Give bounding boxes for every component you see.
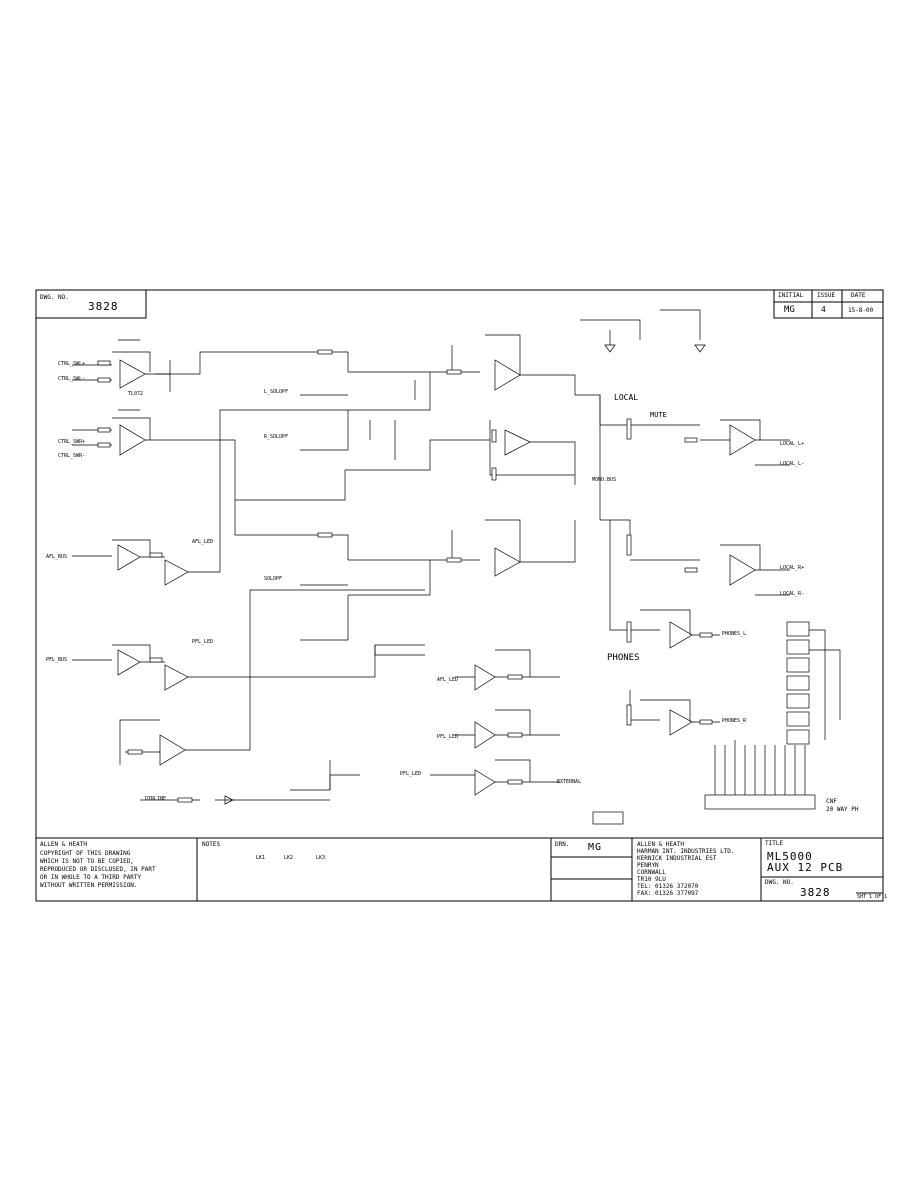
- net-label-external: EXTERNAL: [557, 779, 582, 785]
- title-label: TITLE: [765, 840, 784, 847]
- header-dwg-no: 3828: [88, 300, 119, 313]
- component-symbols: [97, 349, 713, 803]
- company-line-5: CORNWALL: [637, 869, 666, 876]
- net-label-phones-l: PHONES_L: [722, 631, 747, 637]
- net-label-afl-bus: AFL_BUS: [46, 554, 68, 560]
- company-line-2: HARMAN INT. INDUSTRIES LTD.: [637, 848, 735, 855]
- header-dwg-no-label: DWG. NO.: [40, 294, 69, 301]
- net-label-afl-led: AFL_LED: [192, 539, 214, 545]
- net-label-ctrl-swr-neg: CTRL_SWR-: [58, 453, 86, 459]
- company-line-3: KERNICK INDUSTRIAL EST: [637, 855, 717, 862]
- net-label-dirline: DIRLINE: [145, 796, 167, 802]
- company-line-6: TR10 9LU: [637, 876, 666, 883]
- connector-description: 20 WAY PH: [826, 806, 859, 813]
- copyright-line-5: OR IN WHOLE TO A THIRD PARTY: [40, 874, 142, 881]
- net-label-ctrl-swl-pos: CTRL_SWL+: [58, 361, 86, 367]
- copyright-line-2: COPYRIGHT OF THIS DRAWING: [40, 850, 131, 857]
- header-initial-value: MG: [784, 305, 795, 315]
- notes-part-lk3: LK3: [316, 855, 326, 861]
- company-line-4: PENRYN: [637, 862, 659, 869]
- drn-label: DRN.: [555, 841, 570, 848]
- net-label-solopf: SOLOPF: [264, 576, 283, 582]
- net-label-local-l-neg: LOCAL_L-: [780, 461, 805, 467]
- net-label-local-r-pos: LOCAL_R+: [780, 565, 805, 571]
- footer-dwg-no: 3828: [800, 886, 831, 899]
- net-label-phones: PHONES: [607, 653, 640, 663]
- title-line-1: ML5000: [767, 850, 813, 863]
- net-label-ctrl-swl-neg: CTRL_SWL-: [58, 376, 86, 382]
- notes-label: NOTES: [202, 841, 221, 848]
- schematic-wiring: [72, 309, 841, 825]
- company-fax: FAX: 01326 377097: [637, 890, 699, 897]
- net-label-pfl-led-2: PFL_LED: [437, 734, 459, 740]
- notes-part-lk2: LK2: [284, 855, 294, 861]
- company-line-1: ALLEN & HEATH: [637, 841, 684, 848]
- header-issue-label: ISSUE: [817, 292, 836, 299]
- net-label-pfl-bus: PFL_BUS: [46, 657, 68, 663]
- title-line-2: AUX 12 PCB: [767, 861, 844, 874]
- sheet-reference: SHT 1 OF 1: [857, 894, 888, 900]
- header-date-value: 15-8-00: [848, 307, 874, 314]
- net-label-local: LOCAL: [614, 393, 639, 402]
- net-label-pfl-led-3: PFL_LED: [400, 771, 422, 777]
- net-label-mute: MUTE: [650, 411, 667, 419]
- net-label-l-solopf: L_SOLOPF: [264, 389, 289, 395]
- net-label-r-solopf: R_SOLOPF: [264, 434, 289, 440]
- drn-value: MG: [588, 842, 603, 853]
- footer-dwg-no-label: DWG. NO.: [765, 879, 794, 886]
- net-label-ctrl-swr-pos: CTRL_SWR+: [58, 439, 86, 445]
- notes-part-lk1: LK1: [256, 855, 266, 861]
- net-label-pfl-led: PFL_LED: [192, 639, 214, 645]
- copyright-line-1: ALLEN & HEATH: [40, 841, 87, 848]
- drawing-frame: [35, 289, 884, 902]
- ic-label: TL072: [128, 391, 144, 397]
- copyright-line-6: WITHOUT WRITTEN PERMISSION.: [40, 882, 138, 889]
- connector-label: CNF: [826, 798, 837, 805]
- net-label-mono-bus: MONO.BUS: [592, 477, 617, 483]
- header-initial-label: INITIAL: [778, 292, 804, 299]
- copyright-line-3: WHICH IS NOT TO BE COPIED,: [40, 858, 134, 865]
- copyright-line-4: REPRODUCED OR DISCLOSED, IN PART: [40, 866, 156, 873]
- header-date-label: DATE: [851, 292, 866, 299]
- net-label-afl-led-2: AFL_LED: [437, 677, 459, 683]
- net-label-phones-r: PHONES_R: [722, 718, 747, 724]
- company-tel: TEL: 01326 372070: [637, 883, 699, 890]
- net-label-local-r-neg: LOCAL_R-: [780, 591, 805, 597]
- net-label-local-l-pos: LOCAL_L+: [780, 441, 805, 447]
- header-issue-value: 4: [821, 305, 826, 314]
